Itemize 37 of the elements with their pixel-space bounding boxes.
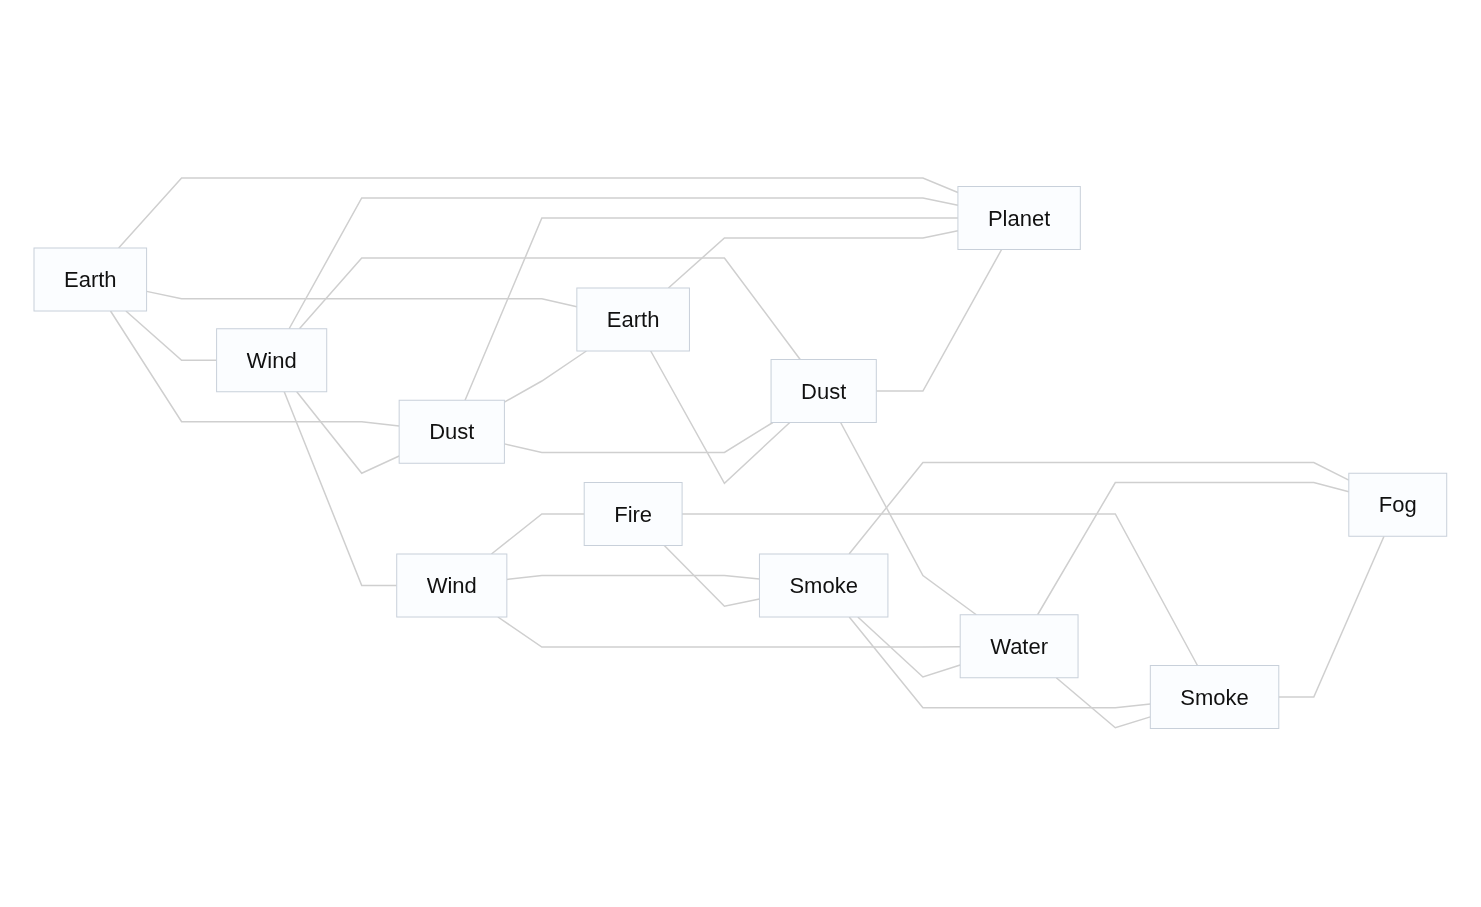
connector: [663, 545, 761, 608]
node-box: Fog: [1348, 473, 1448, 537]
node-box: Water: [959, 614, 1079, 679]
connector: [650, 350, 791, 485]
connector: [118, 177, 959, 249]
connector: [1037, 482, 1350, 616]
node-box: Wind: [216, 328, 328, 393]
node-box: Dust: [398, 400, 506, 464]
connector: [503, 422, 774, 454]
connector: [848, 462, 1350, 555]
node-box: Fire: [583, 482, 683, 547]
node-box: Planet: [957, 186, 1081, 251]
connector: [875, 249, 1003, 392]
connector: [283, 391, 398, 587]
connector: [464, 217, 959, 402]
connector: [497, 616, 962, 648]
connector: [848, 616, 1152, 709]
connector: [125, 310, 218, 362]
connector: [1278, 535, 1385, 698]
node-box: Earth: [576, 287, 691, 352]
node-box: Wind: [396, 553, 508, 618]
connector: [681, 513, 1199, 667]
node-box: Dust: [770, 359, 877, 424]
connector: [288, 197, 959, 330]
connector: [1055, 677, 1152, 729]
connector: [296, 391, 401, 475]
connector: [506, 575, 761, 581]
connector: [146, 290, 578, 308]
node-box: Smoke: [759, 553, 889, 618]
connector: [857, 616, 962, 679]
connector: [109, 310, 401, 427]
connector: [840, 422, 978, 616]
node-box: Smoke: [1149, 665, 1280, 730]
node-box: Earth: [33, 247, 148, 312]
connector: [667, 230, 959, 289]
connector: [298, 257, 802, 361]
connector: [490, 513, 586, 555]
